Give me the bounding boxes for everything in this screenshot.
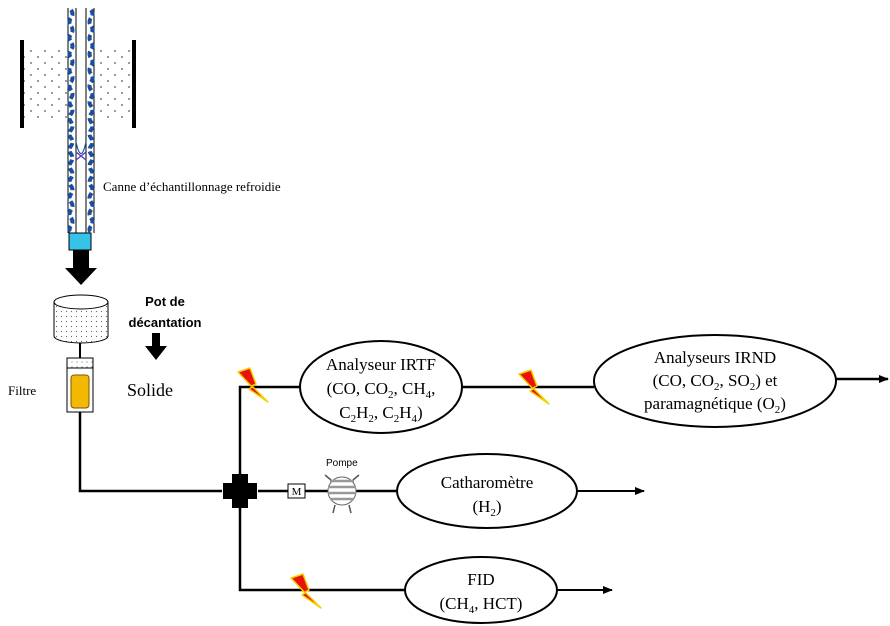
heated-line-icon-3 xyxy=(290,573,322,609)
coolant-coil-right xyxy=(87,8,95,234)
probe-label: Canne d’échantillonnage refroidie xyxy=(103,179,281,194)
analyzer-irnd xyxy=(593,334,837,428)
irnd-gases-2: paramagnétique (O2) xyxy=(644,394,786,416)
irnd-title: Analyseurs IRND xyxy=(654,348,776,367)
decantation-pot xyxy=(53,294,109,344)
fid-gases: (CH4, HCT) xyxy=(440,594,523,616)
irtf-gases-2: C2H2, C2H4) xyxy=(339,403,422,425)
catharometre-gas: (H2) xyxy=(472,497,501,519)
catharometre-title: Catharomètre xyxy=(441,473,534,492)
analyzer-catharometre xyxy=(396,453,578,529)
solide-label: Solide xyxy=(127,380,173,400)
solid-arrow-down xyxy=(145,333,167,360)
analyzer-fid xyxy=(404,556,558,624)
motor-box xyxy=(287,483,306,499)
probe-cap xyxy=(68,232,92,251)
analyzer-irtf xyxy=(299,340,463,434)
fid-title: FID xyxy=(467,570,494,589)
irtf-title: Analyseur IRTF xyxy=(326,355,436,374)
heated-line-icon-2 xyxy=(518,369,550,405)
irnd-gases-1: (CO, CO2, SO2) et xyxy=(653,371,778,393)
pump-icon xyxy=(324,474,360,514)
heated-line-icon-1 xyxy=(237,367,269,403)
cross-manifold xyxy=(223,474,257,508)
pot-label-line1: Pot de xyxy=(145,294,185,309)
coolant-coil-left xyxy=(67,8,75,234)
pompe-label: Pompe xyxy=(326,458,358,469)
filtre-label: Filtre xyxy=(8,383,36,398)
pot-label-line2: décantation xyxy=(129,315,202,330)
gas-lines xyxy=(78,385,594,592)
flow-arrow-down xyxy=(65,250,97,285)
motor-label: M xyxy=(292,486,302,498)
sampling-probe xyxy=(67,8,95,251)
probe-inlet-mark xyxy=(75,151,87,161)
irtf-gases-1: (CO, CO2, CH4, xyxy=(327,379,436,401)
filter xyxy=(66,357,94,413)
